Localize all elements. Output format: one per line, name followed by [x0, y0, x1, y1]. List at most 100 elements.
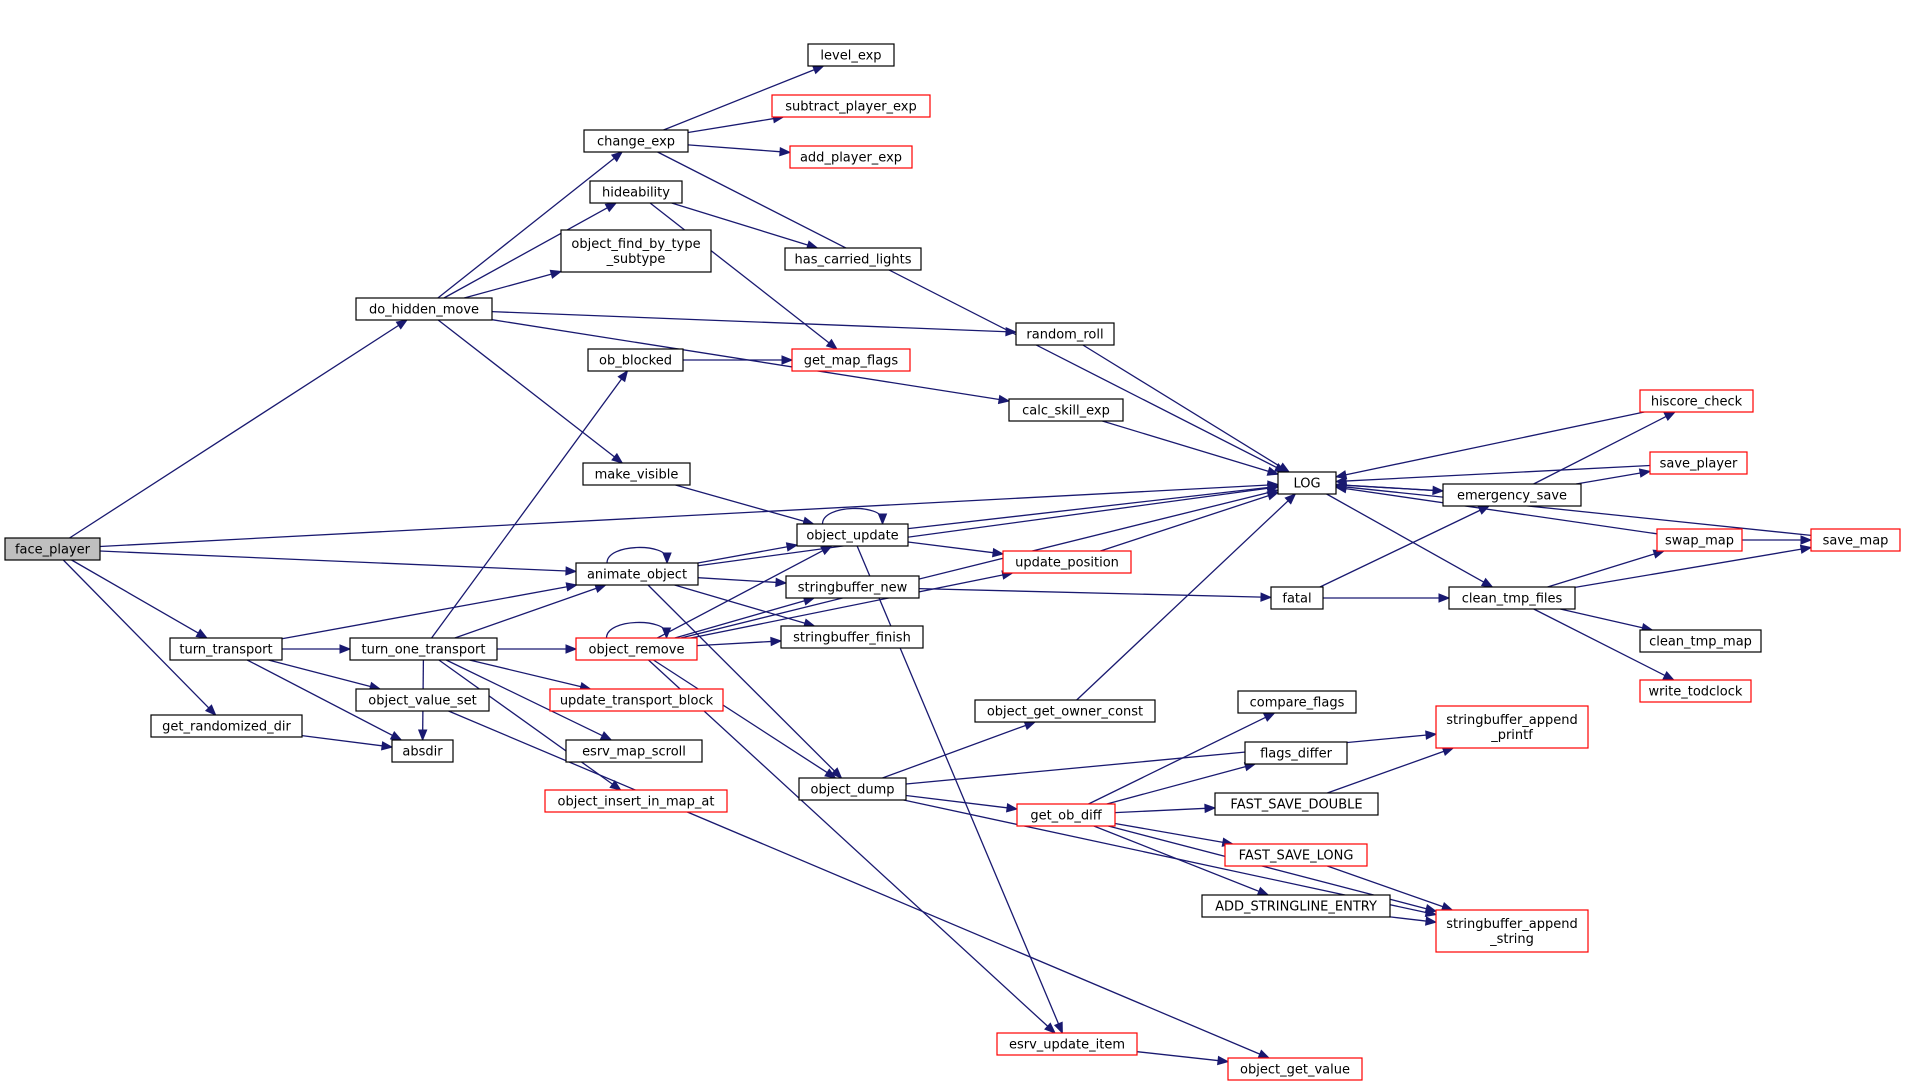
node-label-flags_differ: flags_differ: [1260, 747, 1332, 762]
node-hideability[interactable]: hideability: [589, 180, 683, 204]
node-do_hidden_move[interactable]: do_hidden_move: [355, 297, 493, 321]
node-FAST_SAVE_DOUBLE[interactable]: FAST_SAVE_DOUBLE: [1214, 792, 1379, 816]
node-stringbuffer_finish[interactable]: stringbuffer_finish: [780, 625, 924, 649]
node-clean_tmp_files[interactable]: clean_tmp_files: [1448, 586, 1576, 610]
node-esrv_map_scroll[interactable]: esrv_map_scroll: [565, 739, 703, 763]
edge-get_ob_diff-to-FAST_SAVE_DOUBLE: [1114, 803, 1217, 814]
node-get_map_flags[interactable]: get_map_flags: [791, 348, 911, 372]
edge-random_roll-to-LOG: [1082, 344, 1291, 473]
edge-object_remove-to-object_dump: [653, 659, 837, 779]
node-label-FAST_SAVE_DOUBLE: FAST_SAVE_DOUBLE: [1230, 798, 1362, 813]
node-calc_skill_exp[interactable]: calc_skill_exp: [1008, 398, 1124, 422]
node-object_remove[interactable]: object_remove: [575, 637, 698, 661]
node-label-write_todclock: write_todclock: [1649, 685, 1743, 700]
edge-fatal-to-clean_tmp_files: [1323, 593, 1451, 603]
node-hiscore_check[interactable]: hiscore_check: [1639, 389, 1754, 413]
node-object_insert_in_map_at[interactable]: object_insert_in_map_at: [544, 789, 728, 813]
edge-LOG-to-clean_tmp_files: [1326, 493, 1494, 588]
edge-ADD_STRINGLINE_ENTRY-to-stringbuffer_append_string: [1389, 916, 1438, 926]
node-ADD_STRINGLINE_ENTRY[interactable]: ADD_STRINGLINE_ENTRY: [1201, 894, 1391, 918]
node-object_dump[interactable]: object_dump: [798, 777, 907, 801]
edge-calc_skill_exp-to-LOG: [1102, 420, 1280, 476]
node-turn_one_transport[interactable]: turn_one_transport: [349, 637, 498, 661]
edge-change_exp-to-add_player_exp: [687, 144, 792, 157]
edge-object_update-to-object_update: [821, 507, 888, 526]
node-random_roll[interactable]: random_roll: [1015, 322, 1115, 346]
node-label-object_value_set: object_value_set: [368, 694, 476, 709]
edge-face_player-to-turn_transport: [71, 559, 209, 639]
node-emergency_save[interactable]: emergency_save: [1442, 483, 1582, 507]
node-get_ob_diff[interactable]: get_ob_diff: [1016, 803, 1116, 827]
edge-ob_blocked-to-get_map_flags: [683, 355, 794, 365]
node-compare_flags[interactable]: compare_flags: [1237, 690, 1357, 714]
node-save_player[interactable]: save_player: [1649, 451, 1748, 475]
edge-face_player-to-get_randomized_dir: [62, 559, 217, 716]
edge-object_remove-to-stringbuffer_finish: [696, 636, 783, 647]
node-label-stringbuffer_append_printf-0: stringbuffer_append: [1446, 713, 1578, 728]
edge-save_map-to-LOG: [1334, 482, 1812, 537]
node-label-animate_object: animate_object: [587, 568, 687, 583]
edge-clean_tmp_files-to-save_map: [1574, 544, 1813, 589]
node-stringbuffer_append_string[interactable]: stringbuffer_append_string: [1435, 909, 1589, 953]
edge-object_update-to-LOG: [907, 482, 1280, 530]
node-face_player[interactable]: face_player: [4, 537, 101, 561]
node-label-stringbuffer_append_string-1: _string: [1489, 932, 1534, 947]
node-update_transport_block[interactable]: update_transport_block: [549, 688, 724, 712]
node-label-random_roll: random_roll: [1026, 328, 1103, 343]
edge-esrv_update_item-to-object_get_value: [1136, 1051, 1230, 1066]
edge-get_randomized_dir-to-absdir: [301, 734, 394, 751]
node-label-fatal: fatal: [1282, 592, 1311, 607]
node-FAST_SAVE_LONG[interactable]: FAST_SAVE_LONG: [1224, 843, 1368, 867]
edge-change_exp-to-LOG: [657, 151, 1287, 473]
node-change_exp[interactable]: change_exp: [583, 129, 689, 153]
node-has_carried_lights[interactable]: has_carried_lights: [784, 247, 922, 271]
node-turn_transport[interactable]: turn_transport: [169, 637, 283, 661]
node-label-stringbuffer_new: stringbuffer_new: [798, 581, 908, 596]
node-label-ob_blocked: ob_blocked: [599, 354, 672, 369]
edge-object_value_set-to-object_get_value: [448, 710, 1271, 1059]
edge-clean_tmp_files-to-swap_map: [1547, 549, 1666, 588]
edge-update_position-to-LOG: [1100, 491, 1280, 552]
node-get_randomized_dir[interactable]: get_randomized_dir: [150, 714, 303, 738]
node-subtract_player_exp[interactable]: subtract_player_exp: [771, 94, 931, 118]
edge-object_remove-to-LOG: [680, 488, 1280, 639]
node-absdir[interactable]: absdir: [391, 739, 454, 763]
node-stringbuffer_new[interactable]: stringbuffer_new: [785, 575, 920, 599]
node-update_position[interactable]: update_position: [1002, 550, 1132, 574]
node-LOG[interactable]: LOG: [1277, 471, 1337, 495]
node-fatal[interactable]: fatal: [1270, 586, 1324, 610]
node-object_update[interactable]: object_update: [796, 523, 909, 547]
edge-make_visible-to-object_update: [675, 484, 815, 526]
node-level_exp[interactable]: level_exp: [807, 43, 895, 67]
node-label-calc_skill_exp: calc_skill_exp: [1022, 404, 1110, 419]
node-label-update_transport_block: update_transport_block: [560, 694, 714, 709]
node-esrv_update_item[interactable]: esrv_update_item: [996, 1032, 1138, 1056]
edge-face_player-to-LOG: [99, 480, 1280, 548]
node-flags_differ[interactable]: flags_differ: [1244, 741, 1348, 765]
node-label-object_insert_in_map_at: object_insert_in_map_at: [558, 795, 715, 810]
node-label-stringbuffer_append_printf-1: _printf: [1490, 728, 1533, 743]
edge-turn_one_transport-to-object_insert_in_map_at: [438, 659, 622, 791]
node-object_get_owner_const[interactable]: object_get_owner_const: [974, 699, 1156, 723]
node-label-add_player_exp: add_player_exp: [800, 151, 902, 166]
node-write_todclock[interactable]: write_todclock: [1639, 679, 1752, 703]
edge-clean_tmp_files-to-clean_tmp_map: [1560, 608, 1654, 633]
node-make_visible[interactable]: make_visible: [582, 462, 691, 486]
edge-turn_one_transport-to-update_transport_block: [469, 659, 592, 692]
edge-turn_one_transport-to-animate_object: [454, 584, 607, 639]
node-animate_object[interactable]: animate_object: [575, 562, 699, 586]
node-object_find_by_type_subtype[interactable]: object_find_by_type_subtype: [560, 229, 712, 273]
node-swap_map[interactable]: swap_map: [1656, 528, 1743, 552]
node-add_player_exp[interactable]: add_player_exp: [789, 145, 913, 169]
node-stringbuffer_append_printf[interactable]: stringbuffer_append_printf: [1435, 705, 1589, 749]
node-label-swap_map: swap_map: [1665, 534, 1734, 549]
node-ob_blocked[interactable]: ob_blocked: [587, 348, 684, 372]
node-save_map[interactable]: save_map: [1810, 528, 1901, 552]
node-clean_tmp_map[interactable]: clean_tmp_map: [1639, 629, 1762, 653]
node-object_value_set[interactable]: object_value_set: [355, 688, 490, 712]
node-label-object_get_value: object_get_value: [1240, 1063, 1350, 1078]
node-label-hideability: hideability: [602, 186, 670, 201]
edge-get_ob_diff-to-ADD_STRINGLINE_ENTRY: [1093, 825, 1270, 896]
node-label-object_update: object_update: [806, 529, 898, 544]
node-object_get_value[interactable]: object_get_value: [1227, 1057, 1363, 1081]
